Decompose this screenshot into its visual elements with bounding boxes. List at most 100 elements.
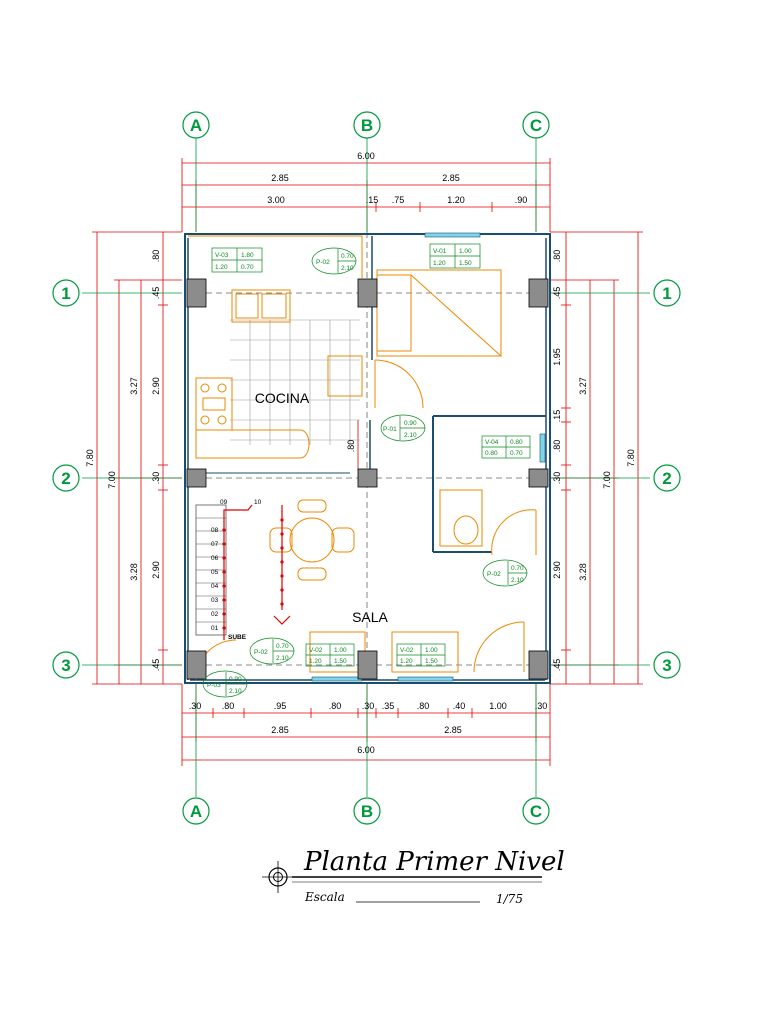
door-height: 2.10 [229, 688, 242, 695]
dim-bottom-half-right: 2.85 [444, 725, 462, 735]
dim-right-segment: .45 [552, 287, 562, 300]
stair-up-label: SUBE [228, 634, 247, 641]
window-width: 1.00 [425, 647, 438, 654]
dim-right-segment: .30 [552, 472, 562, 485]
window-code: V-01 [433, 248, 447, 255]
axis-label-c-top: C [530, 116, 542, 135]
room-label-kitchen: COCINA [255, 390, 310, 406]
stair-step-number: 02 [211, 611, 219, 618]
axis-label-a-top: A [190, 116, 202, 135]
dim-top-segment: .90 [515, 195, 528, 205]
window-sill: 0.80 [485, 450, 498, 457]
window-sill: 1.20 [309, 658, 322, 665]
window-width: 1.00 [334, 647, 347, 654]
kitchen-tile-grid [230, 319, 360, 445]
axis-label-c-bottom: C [530, 802, 542, 821]
dim-right-segment: 1.95 [552, 348, 562, 366]
dim-bottom-total: 6.00 [357, 745, 375, 755]
scale-value: 1/75 [496, 892, 523, 906]
door-code: P-02 [316, 259, 330, 266]
stairs [195, 504, 291, 640]
axis-bubbles [52, 111, 681, 825]
dim-right-segment: .15 [552, 410, 562, 423]
door-code: P-01 [383, 426, 397, 433]
stair-step-number: 05 [211, 569, 219, 576]
stair-step-number: 10 [254, 499, 262, 506]
dim-left-between-1-2: 3.27 [129, 377, 139, 395]
dim-bottom-segment: .35 [382, 701, 395, 711]
dim-bottom-segment: .30 [189, 701, 202, 711]
dim-top-total: 6.00 [357, 151, 375, 161]
dim-left-axes-total: 7.00 [107, 471, 117, 489]
dim-left-segment: .30 [151, 472, 161, 485]
door-code: P-02 [254, 649, 268, 656]
furniture [188, 235, 537, 681]
dim-bottom-segment: .80 [329, 701, 342, 711]
window-sill: 1.20 [433, 260, 446, 267]
axis-label-3-left: 3 [61, 656, 70, 675]
door-height: 2.10 [276, 655, 289, 662]
window-code: V-02 [400, 647, 414, 654]
axis-label-3-right: 3 [662, 656, 671, 675]
stair-step-number: 06 [211, 555, 219, 562]
axis-label-2-left: 2 [61, 469, 70, 488]
axis-label-1-left: 1 [61, 284, 70, 303]
floor-plan-walls [184, 232, 551, 684]
door-width: 0.90 [404, 420, 417, 427]
dim-bottom-segment: .80 [417, 701, 430, 711]
dim-left-between-2-3: 3.28 [129, 563, 139, 581]
window-height: 0.70 [241, 264, 254, 271]
dim-left-segment: .45 [151, 659, 161, 672]
dim-top-half-right: 2.85 [442, 173, 460, 183]
window-width: 1.80 [241, 252, 254, 259]
columns [186, 278, 549, 680]
axis-label-2-right: 2 [662, 469, 671, 488]
door-width: 0.70 [276, 643, 289, 650]
window-code: V-03 [215, 252, 229, 259]
dim-right-segment: .45 [552, 659, 562, 672]
door-code: P-03 [207, 682, 221, 689]
dim-right-segment: 2.90 [552, 561, 562, 579]
door-width: 0.70 [341, 253, 354, 260]
dim-top-segment: .15 [366, 195, 379, 205]
dim-right-between-2-3: 3.28 [578, 563, 588, 581]
dim-top-segment: 1.20 [447, 195, 465, 205]
dimension-lines [92, 158, 643, 766]
dim-right-segment: .80 [552, 440, 562, 453]
door-width: 0.90 [229, 676, 242, 683]
axis-label-b-top: B [361, 116, 373, 135]
door-code: P-02 [487, 571, 501, 578]
window-code: V-02 [309, 647, 323, 654]
stair-step-number: 09 [220, 499, 228, 506]
dim-bottom-segment: 1.00 [489, 701, 507, 711]
dim-left-segment: .45 [151, 287, 161, 300]
dim-right-segment: .80 [552, 250, 562, 263]
door-height: 2.10 [511, 577, 524, 584]
dim-right-total: 7.80 [626, 449, 636, 467]
dim-bottom-segment: .40 [453, 701, 466, 711]
stair-step-number: 03 [211, 597, 219, 604]
door-height: 2.10 [341, 265, 354, 272]
dim-top-segment: 3.00 [267, 195, 285, 205]
window-height: 1.50 [459, 260, 472, 267]
dim-left-segment: 2.90 [151, 561, 161, 579]
dim-left-total: 7.80 [85, 449, 95, 467]
stair-step-number: 04 [211, 583, 219, 590]
stair-step-number: 07 [211, 541, 219, 548]
opening-tags [202, 243, 531, 698]
window-width: 0.80 [510, 439, 523, 446]
dim-bottom-segment: .95 [274, 701, 287, 711]
window-height: 0.70 [510, 450, 523, 457]
stair-step-number: 08 [211, 527, 219, 534]
dim-bottom-half-left: 2.85 [271, 725, 289, 735]
dim-right-between-1-2: 3.27 [578, 377, 588, 395]
window-sill: 1.20 [215, 264, 228, 271]
dim-left-segment: 2.90 [151, 377, 161, 395]
room-label-living: SALA [352, 609, 388, 625]
dim-top-segment: .75 [392, 195, 405, 205]
dim-left-segment: .80 [151, 250, 161, 263]
axis-label-1-right: 1 [662, 284, 671, 303]
dim-top-half-left: 2.85 [271, 173, 289, 183]
title-block [262, 861, 542, 903]
